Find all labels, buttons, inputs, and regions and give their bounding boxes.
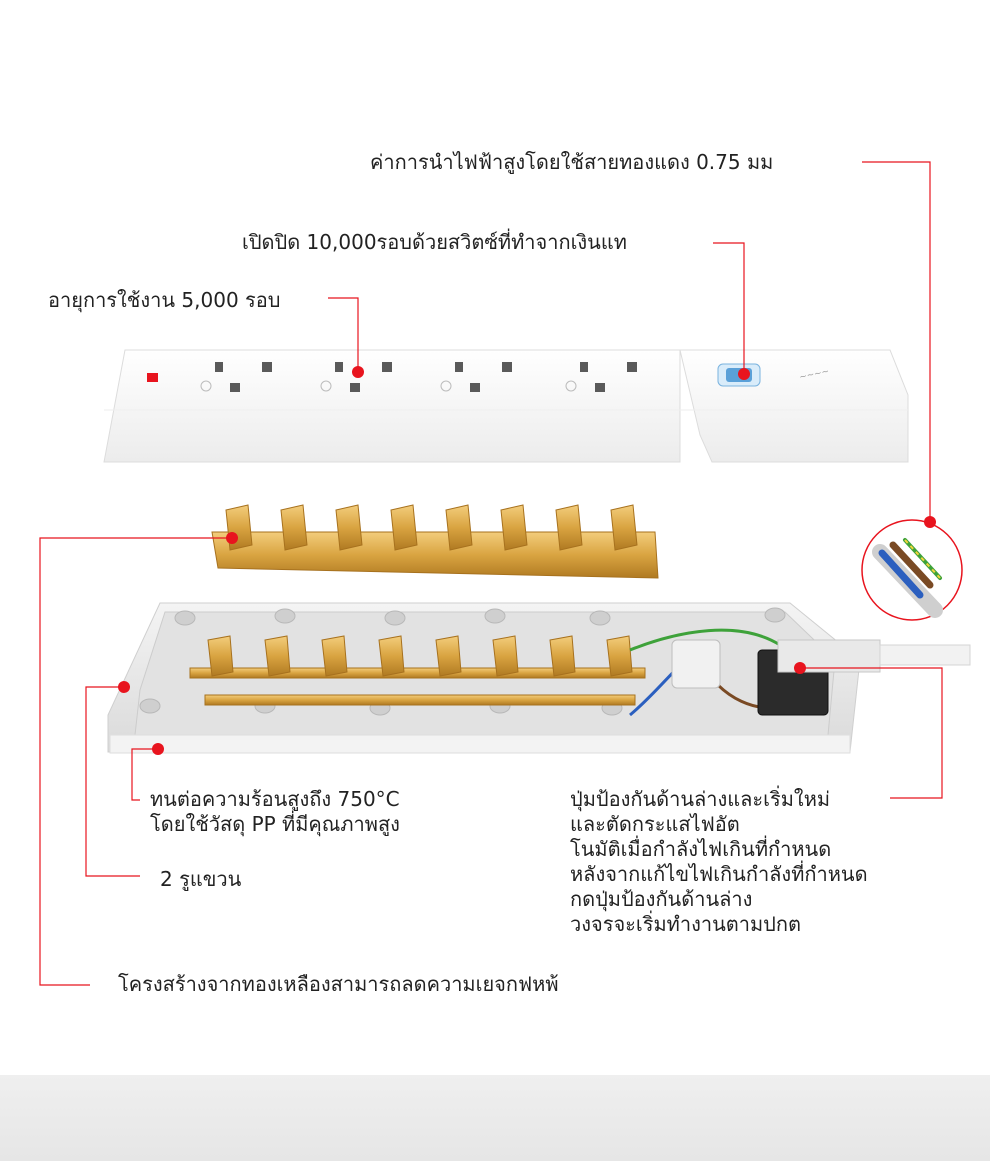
wire-terminal xyxy=(671,639,721,689)
screw-boss xyxy=(139,698,161,714)
label-heat-resist: ทนต่อความร้อนสูงถึง 750°C โดยใช้วัสดุ PP… xyxy=(150,787,400,836)
power-led-icon xyxy=(147,373,158,382)
label-silver-switch: เปิดปิด 10,000รอบด้วยสวิตซ์ที่ทำจากเงินแ… xyxy=(242,230,627,254)
label-lifetime: อายุการใช้งาน 5,000 รอบ xyxy=(48,288,281,312)
leader-lifetime xyxy=(328,297,359,372)
screw-boss xyxy=(764,607,786,623)
outlet-group xyxy=(200,362,637,392)
brass-clip xyxy=(435,635,462,677)
label-hanging-holes: 2 รูแขวน xyxy=(160,867,242,891)
earth-wire xyxy=(629,628,781,652)
leader-dots xyxy=(118,366,936,755)
leader-hanging-holes xyxy=(85,686,140,877)
leader-heat-resist xyxy=(131,748,158,801)
outlet-4 xyxy=(565,362,637,392)
brass-clip xyxy=(555,504,583,551)
leader-copper-wire xyxy=(862,161,931,522)
outlet-2 xyxy=(320,362,392,392)
open-base-housing xyxy=(107,602,971,754)
leader-overload xyxy=(800,667,943,799)
screw-boss xyxy=(274,608,296,624)
brass-contact-rail xyxy=(211,504,659,579)
top-cover: ~~~~ xyxy=(103,349,909,463)
label-copper-wire: ค่าการนำไฟฟ้าสูงโดยใช้สายทองแดง 0.75 มม xyxy=(370,150,774,174)
brass-clip xyxy=(445,504,473,551)
brass-clip xyxy=(606,635,633,677)
leader-silver-switch xyxy=(713,242,745,374)
screw-boss xyxy=(484,608,506,624)
label-overload: ปุ่มป้องกันด้านล่างและเริ่มใหม่ และตัดกร… xyxy=(570,787,868,936)
screw-boss xyxy=(174,610,196,626)
cable-gland xyxy=(777,639,881,673)
brass-clip xyxy=(549,635,576,677)
outlet-3 xyxy=(440,362,512,392)
brass-clip xyxy=(207,635,234,677)
brass-clip xyxy=(378,635,405,677)
power-cable xyxy=(879,644,971,666)
brass-clip xyxy=(610,504,638,551)
footer-band xyxy=(0,1075,990,1161)
screw-boss xyxy=(384,610,406,626)
outlet-1 xyxy=(200,362,272,392)
brass-clip xyxy=(264,635,291,677)
brass-clip xyxy=(335,504,363,551)
brass-clip xyxy=(321,635,348,677)
leader-brass-frame xyxy=(39,537,232,986)
label-brass-frame: โครงสร้างจากทองเหลืองสามารถลดความเยจกฟหพ… xyxy=(118,972,559,996)
brass-clip xyxy=(500,504,528,551)
screw-boss xyxy=(589,610,611,626)
leader-lines xyxy=(39,161,943,986)
brass-clip xyxy=(492,635,519,677)
brass-clip xyxy=(390,504,418,551)
brass-clip xyxy=(280,504,308,551)
wire-cross-section xyxy=(861,519,963,621)
